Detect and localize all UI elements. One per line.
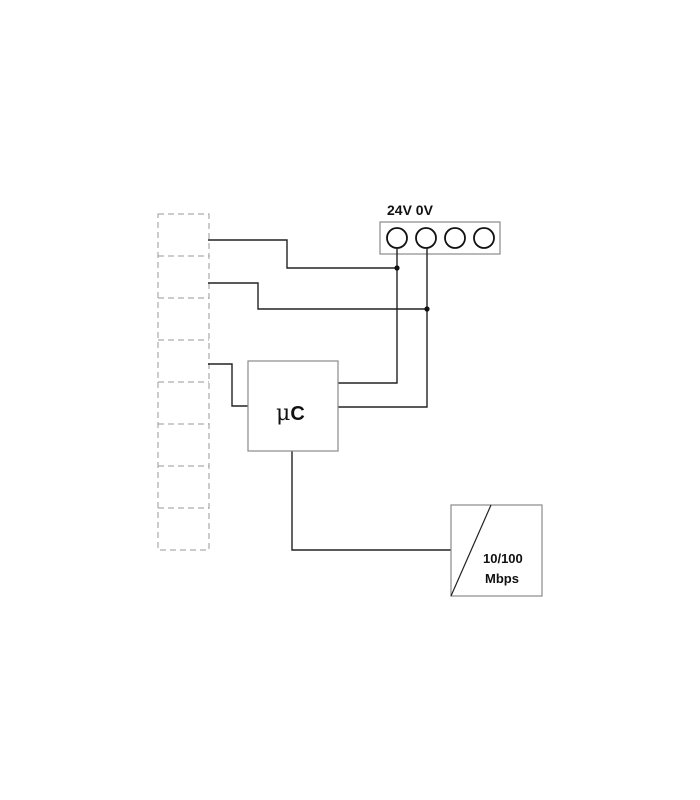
wire-io1-to-24v — [208, 239, 397, 269]
io-module — [157, 213, 210, 551]
terminal-24v — [386, 227, 408, 249]
terminal-0v — [415, 227, 437, 249]
ethernet-diagonal — [450, 504, 492, 597]
terminal-block-housing — [379, 221, 501, 255]
terminal-4 — [473, 227, 495, 249]
ethernet-box — [450, 504, 543, 597]
junction-dot-0v — [424, 306, 430, 312]
wire-io4-to-mcu — [208, 363, 248, 407]
microcontroller-label: μC — [276, 401, 305, 426]
wire-mcu-to-ethernet — [291, 451, 451, 551]
ethernet-speed: 10/100 — [483, 551, 523, 566]
mu-symbol: μ — [276, 401, 290, 426]
terminal-3 — [444, 227, 466, 249]
terminal-block-label: 24V 0V — [387, 202, 434, 218]
junction-dot-24v — [394, 265, 400, 271]
wire-0v-to-mcu — [337, 248, 428, 408]
ethernet-module: 10/100 Mbps — [450, 504, 543, 597]
wires — [208, 239, 451, 551]
microcontroller-box — [247, 360, 339, 452]
wire-io2-to-0v — [208, 282, 427, 310]
wire-24v-to-mcu — [337, 248, 398, 384]
microcontroller-block: μC — [247, 360, 339, 452]
mcu-letter: C — [290, 403, 304, 425]
ethernet-unit: Mbps — [485, 571, 519, 586]
terminal-block: 24V 0V — [379, 202, 501, 255]
